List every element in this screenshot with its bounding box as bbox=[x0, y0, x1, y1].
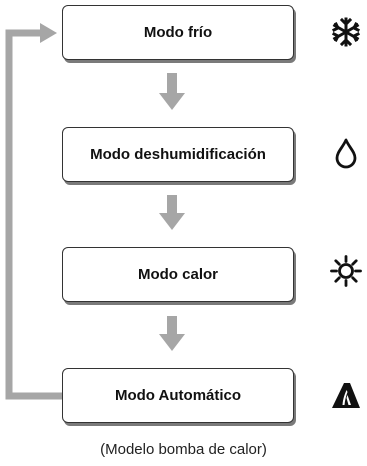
return-loop-arrow bbox=[5, 23, 62, 400]
mode-box-heat: Modo calor bbox=[62, 247, 294, 302]
mode-label-auto: Modo Automático bbox=[114, 387, 242, 404]
diagram-caption: (Modelo bomba de calor) bbox=[100, 441, 267, 458]
mode-label-heat: Modo calor bbox=[137, 266, 218, 283]
water-drop-icon bbox=[335, 138, 357, 169]
mode-label-dehumidify: Modo deshumidificación bbox=[90, 146, 266, 163]
mode-box-auto: Modo Automático bbox=[62, 368, 294, 423]
down-arrow-1 bbox=[159, 73, 185, 110]
mode-label-cool: Modo frío bbox=[143, 24, 213, 41]
snowflake-icon bbox=[331, 17, 361, 47]
mode-box-cool: Modo frío bbox=[62, 5, 294, 60]
mode-box-dehumidify: Modo deshumidificación bbox=[62, 127, 294, 182]
sun-icon bbox=[330, 255, 362, 287]
down-arrow-3 bbox=[159, 316, 185, 351]
down-arrow-2 bbox=[159, 195, 185, 230]
auto-mode-icon bbox=[332, 383, 360, 408]
